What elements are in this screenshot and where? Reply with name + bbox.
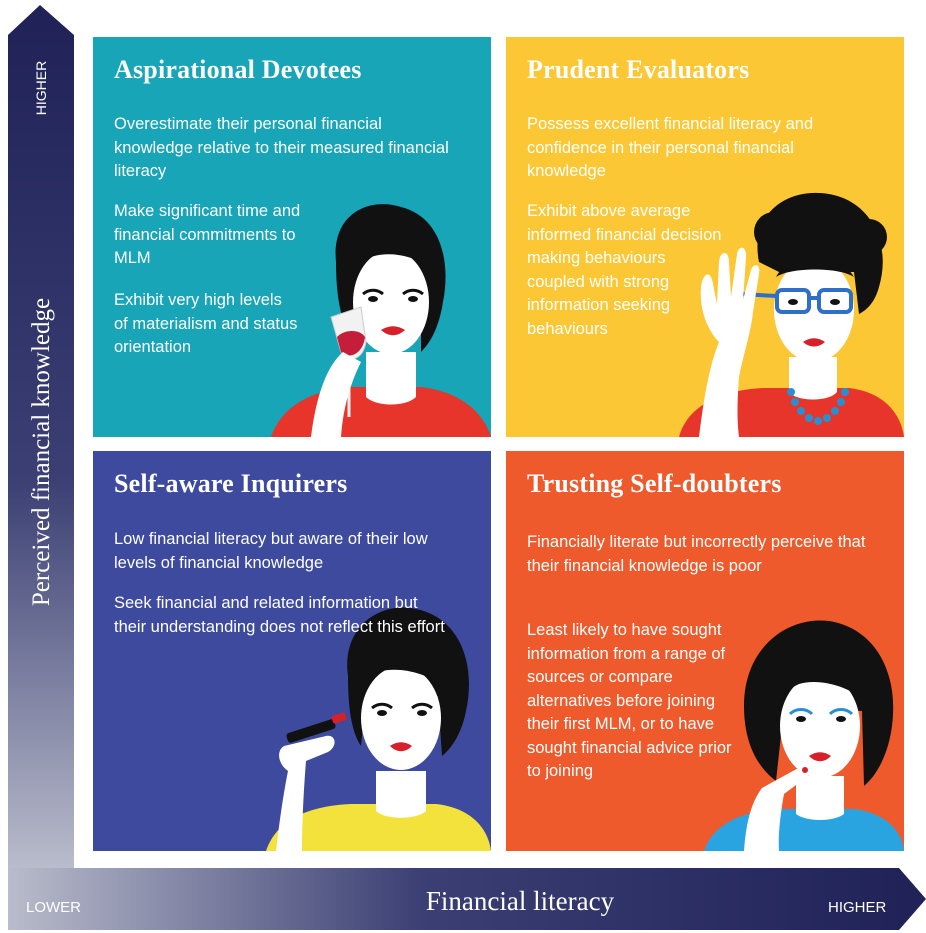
y-axis-arrow xyxy=(8,5,74,868)
quadrant-title: Aspirational Devotees xyxy=(114,55,362,84)
woman-with-wine-glass-illustration xyxy=(271,204,491,437)
quadrant-title: Trusting Self-doubters xyxy=(527,469,782,498)
quadrant-text: Low financial literacy but aware of thei… xyxy=(114,530,428,572)
x-axis-title: Financial literacy xyxy=(425,886,615,916)
quadrant-text: Financially literate but incorrectly per… xyxy=(527,533,866,575)
quadrant-prudent-evaluators: Prudent Evaluators Possess excellent fin… xyxy=(506,37,904,437)
quadrant-self-aware-inquirers: Self-aware Inquirers Low financial liter… xyxy=(93,451,491,851)
quadrant-text: Make significant time and financial comm… xyxy=(114,202,301,267)
x-axis-higher-label: HIGHER xyxy=(828,899,887,916)
quadrant-text: Seek financial and related information b… xyxy=(114,594,445,636)
quadrant-text: Overestimate their personal financial kn… xyxy=(114,115,449,180)
woman-finger-on-lip-illustration xyxy=(704,620,904,851)
quadrant-text: Least likely to have sought information … xyxy=(527,621,732,780)
woman-with-lipstick-illustration xyxy=(266,607,491,851)
quadrant-text: Exhibit very high levels of materialism … xyxy=(114,291,298,356)
quadrant-title: Self-aware Inquirers xyxy=(114,469,348,498)
x-axis-lower-label: LOWER xyxy=(26,899,82,916)
y-axis-higher-label: HIGHER xyxy=(33,60,49,116)
quadrant-text: Exhibit above average informed financial… xyxy=(527,202,722,338)
woman-with-glasses-illustration xyxy=(679,192,904,437)
quadrant-text: Possess excellent financial literacy and… xyxy=(527,115,814,180)
quadrant-title: Prudent Evaluators xyxy=(527,55,750,84)
quadrant-trusting-self-doubters: Trusting Self-doubters Financially liter… xyxy=(506,451,904,851)
quadrant-aspirational-devotees: Aspirational Devotees Overestimate their… xyxy=(93,37,491,437)
x-axis-arrow xyxy=(8,868,926,930)
y-axis-title: Perceived financial knowledge xyxy=(28,297,55,607)
